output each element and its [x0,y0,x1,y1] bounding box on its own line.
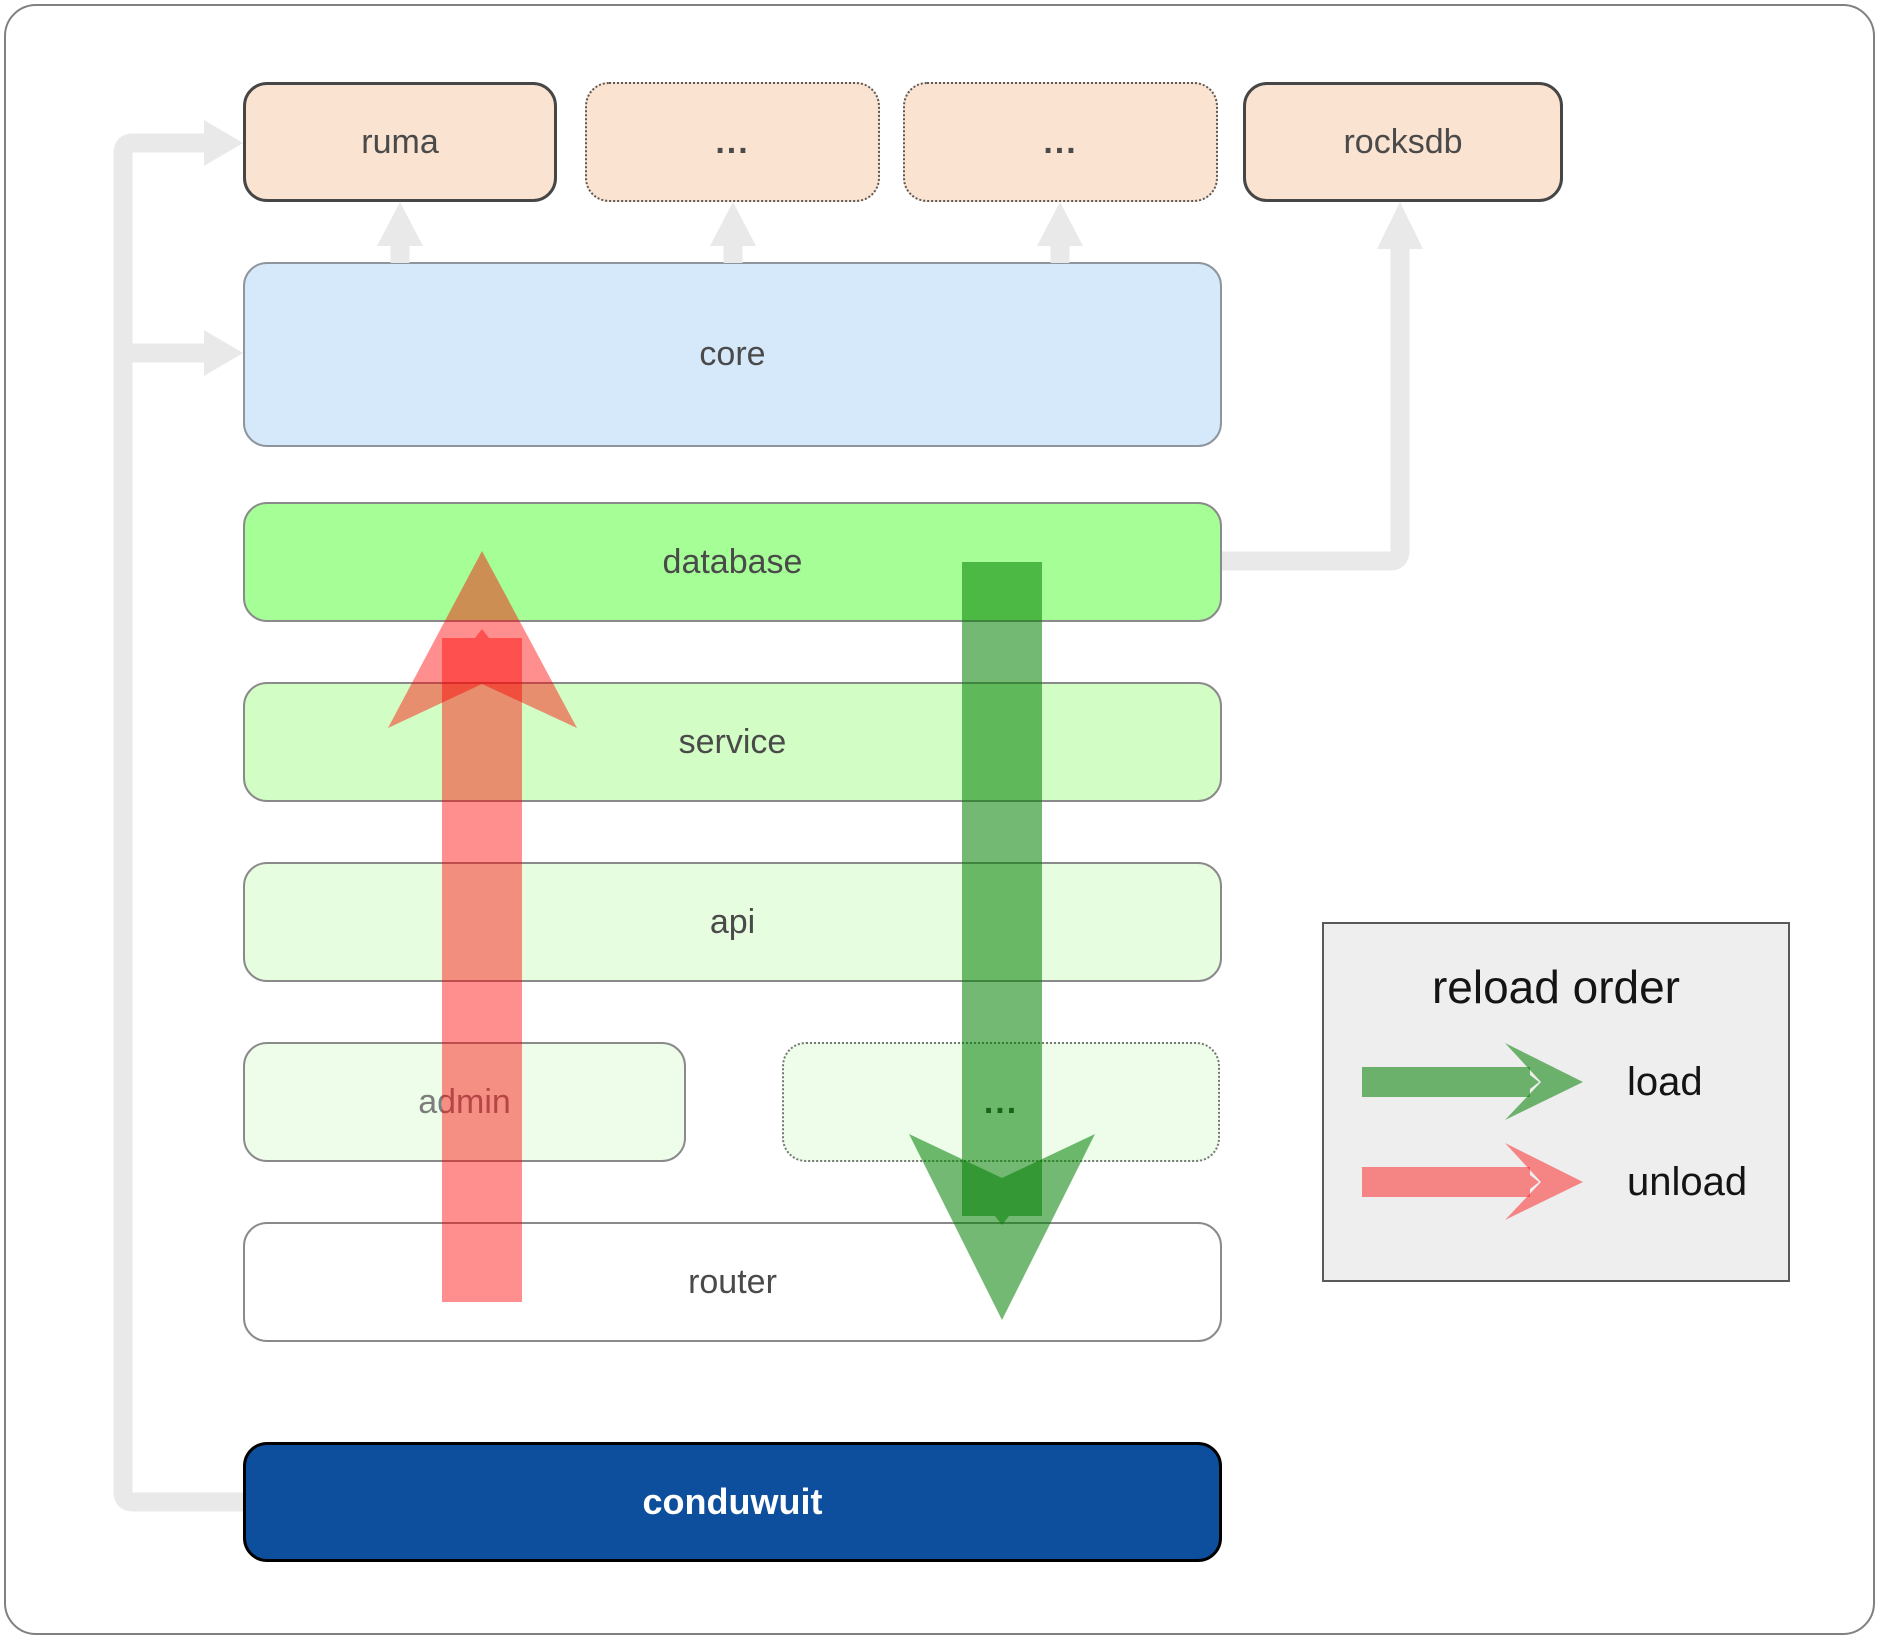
box-database-label: database [662,542,803,581]
box-conduwuit-label: conduwuit [642,1481,823,1522]
box-rocksdb-label: rocksdb [1343,122,1463,161]
box-router-label: router [688,1262,777,1301]
legend-load-label: load [1627,1060,1703,1104]
box-core: core [243,262,1222,447]
outer-frame [4,4,1875,1635]
box-service: service [243,682,1222,802]
box-router: router [243,1222,1222,1342]
legend: reload order load unload [1322,922,1790,1282]
box-ellipsis-2-label: ... [1043,122,1078,161]
box-ruma: ruma [243,82,557,202]
box-admin-label: admin [418,1082,511,1121]
box-ellipsis-1: ... [585,82,880,202]
box-core-label: core [699,335,766,373]
box-service-label: service [678,722,787,761]
box-ellipsis-1-label: ... [715,122,750,161]
box-database: database [243,502,1222,622]
box-ellipsis-2: ... [903,82,1218,202]
box-ruma-label: ruma [361,122,439,161]
box-api: api [243,862,1222,982]
box-ellipsis-3: ... [782,1042,1220,1162]
legend-unload-label: unload [1627,1160,1748,1204]
box-conduwuit: conduwuit [243,1442,1222,1562]
box-rocksdb: rocksdb [1243,82,1563,202]
box-admin: admin [243,1042,686,1162]
box-api-label: api [709,902,756,941]
box-ellipsis-3-label: ... [983,1082,1019,1121]
legend-title: reload order [1431,961,1681,1013]
